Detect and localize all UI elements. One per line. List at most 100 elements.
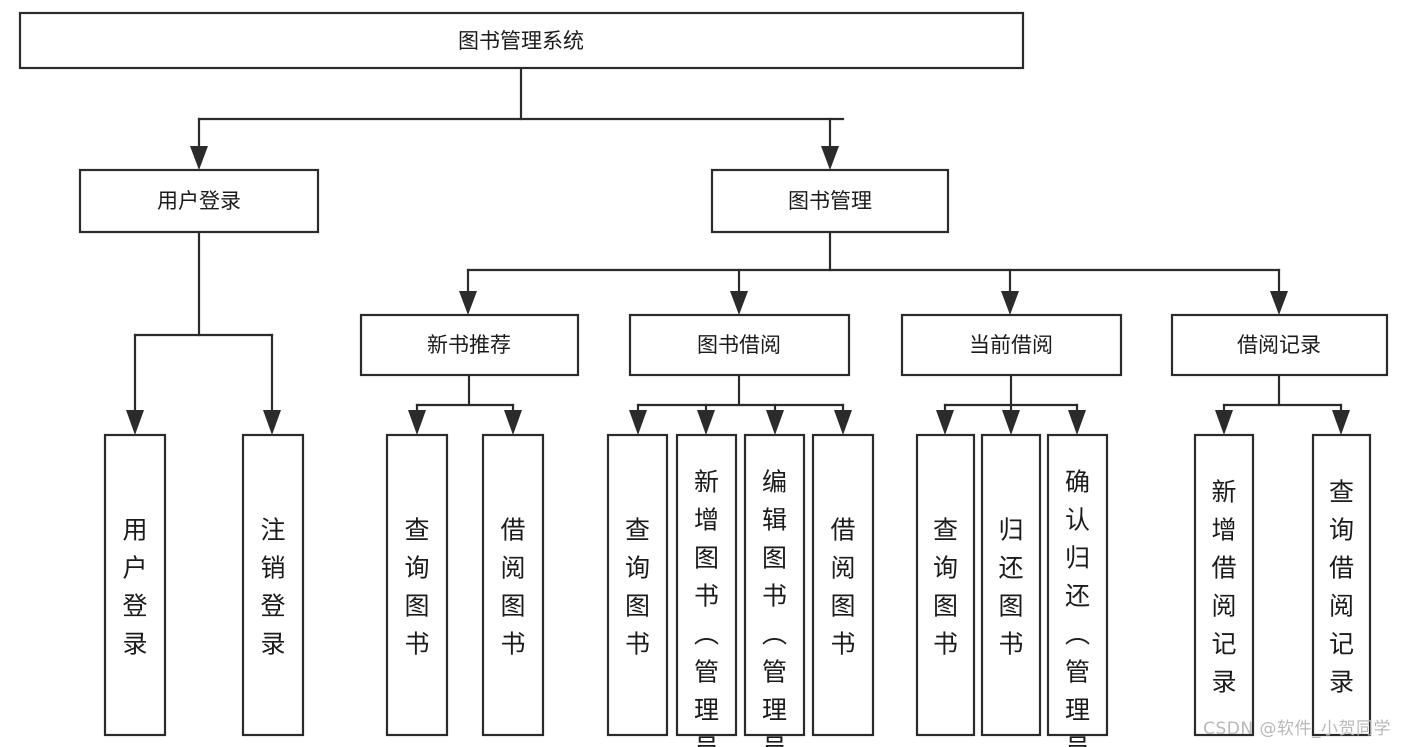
node-new-book-rec-box[interactable] [359,313,580,377]
vertical-char: 销 [260,554,285,583]
vertical-char: 图 [762,544,787,573]
vertical-char: 增 [1211,516,1236,545]
vertical-char: 书 [933,630,958,659]
leaf-add-book-label: 新增图书︵管理员︶ [694,468,719,747]
vertical-char: ︵ [694,620,719,649]
leaf-logout[interactable]: 注销登录 [241,433,305,737]
node-user-login[interactable]: 用户登录 [78,168,320,234]
connector-group-borrow-record [1215,373,1350,435]
node-borrow-record[interactable]: 借阅记录 [1170,313,1389,377]
node-current-borrow-box[interactable] [900,313,1123,377]
vertical-char: 理 [1065,696,1090,725]
vertical-char: 员 [694,734,719,747]
vertical-char: 询 [625,554,650,583]
connector-group-new-book-rec [408,373,522,435]
vertical-char: 归 [1065,544,1090,573]
leaf-query-book-2[interactable]: 查询图书 [606,433,669,737]
arrowhead-current-borrow [1001,291,1019,315]
vertical-char: 阅 [500,554,525,583]
node-root-label: 图书管理系统 [458,29,584,53]
node-book-manage-label: 图书管理 [788,189,872,213]
node-book-borrow-box[interactable] [628,313,851,377]
vertical-char: 员 [762,734,787,747]
vertical-char: 增 [694,506,719,535]
node-user-login-box[interactable] [78,168,320,234]
leaf-edit-book-box[interactable] [743,433,806,737]
leaf-query-book-2-box[interactable] [606,433,669,737]
vertical-char: 管 [1065,658,1090,687]
vertical-char: 员 [1065,734,1090,747]
leaf-edit-book-label: 编辑图书︵管理员︶ [762,468,787,747]
vertical-char: 录 [260,630,285,659]
leaf-borrow-book-2-box[interactable] [811,433,875,737]
vertical-char: 确 [1065,468,1090,497]
arrowhead-leaf-add-record [1215,410,1233,435]
node-current-borrow-label: 当前借阅 [969,333,1053,357]
leaf-query-record[interactable]: 查询借阅记录 [1311,433,1372,737]
vertical-char: 还 [998,554,1023,583]
leaf-add-book-box[interactable] [675,433,738,737]
leaf-query-book-2-label: 查询图书 [625,516,650,659]
leaf-confirm-return-box[interactable] [1046,433,1109,737]
leaf-borrow-book-1-box[interactable] [481,433,545,737]
arrowhead-book-manage [821,146,839,170]
vertical-char: 询 [404,554,429,583]
vertical-char: 阅 [1211,592,1236,621]
vertical-char: 查 [1329,478,1354,507]
vertical-char: 阅 [830,554,855,583]
leaf-confirm-return-label: 确认归还︵管理员︶ [1065,468,1090,747]
leaf-return-book-box[interactable] [980,433,1042,737]
leaf-add-record[interactable]: 新增借阅记录 [1193,433,1255,737]
vertical-char: 询 [933,554,958,583]
node-current-borrow[interactable]: 当前借阅 [900,313,1123,377]
leaf-user-login[interactable]: 用户登录 [103,433,167,737]
vertical-char: 户 [122,554,147,583]
arrowhead-borrow-record [1270,291,1288,315]
vertical-char: 管 [694,658,719,687]
leaf-add-book[interactable]: 新增图书︵管理员︶ [675,433,738,747]
vertical-char: 管 [762,658,787,687]
leaf-logout-label: 注销登录 [260,516,285,659]
arrowhead-leaf-confirm-return [1068,410,1086,435]
node-new-book-rec[interactable]: 新书推荐 [359,313,580,377]
vertical-char: 认 [1065,506,1090,535]
arrowhead-user-login [190,146,208,170]
leaf-confirm-return[interactable]: 确认归还︵管理员︶ [1046,433,1109,747]
leaf-user-login-box[interactable] [103,433,167,737]
leaf-query-record-label: 查询借阅记录 [1329,478,1354,697]
leaf-query-book-3-box[interactable] [915,433,976,737]
vertical-char: 新 [694,468,719,497]
leaf-add-record-box[interactable] [1193,433,1255,737]
leaf-borrow-book-1[interactable]: 借阅图书 [481,433,545,737]
leaf-edit-book[interactable]: 编辑图书︵管理员︶ [743,433,806,747]
node-book-manage-box[interactable] [710,168,950,234]
connector-group-book-borrow [629,373,852,435]
leaf-return-book[interactable]: 归还图书 [980,433,1042,737]
vertical-char: 记 [1329,630,1354,659]
vertical-char: 归 [998,516,1023,545]
leaf-borrow-book-2[interactable]: 借阅图书 [811,433,875,737]
leaf-logout-box[interactable] [241,433,305,737]
leaf-query-record-box[interactable] [1311,433,1372,737]
vertical-char: 书 [500,630,525,659]
vertical-char: 书 [404,630,429,659]
leaf-borrow-book-1-label: 借阅图书 [500,516,525,659]
node-book-manage[interactable]: 图书管理 [710,168,950,234]
node-root[interactable]: 图书管理系统 [18,11,1025,70]
vertical-char: 图 [404,592,429,621]
vertical-char: ︵ [1065,620,1090,649]
node-book-borrow[interactable]: 图书借阅 [628,313,851,377]
leaf-query-book-1-box[interactable] [385,433,449,737]
leaf-query-book-1[interactable]: 查询图书 [385,433,449,737]
vertical-char: 录 [122,630,147,659]
vertical-char: 登 [122,592,147,621]
vertical-char: 借 [830,516,855,545]
leaf-query-book-3[interactable]: 查询图书 [915,433,976,737]
node-borrow-record-box[interactable] [1170,313,1389,377]
vertical-char: 记 [1211,630,1236,659]
node-root-box[interactable] [18,11,1025,70]
vertical-char: 书 [762,582,787,611]
arrowhead-leaf-borrow-book-1 [504,410,522,435]
vertical-char: 书 [998,630,1023,659]
